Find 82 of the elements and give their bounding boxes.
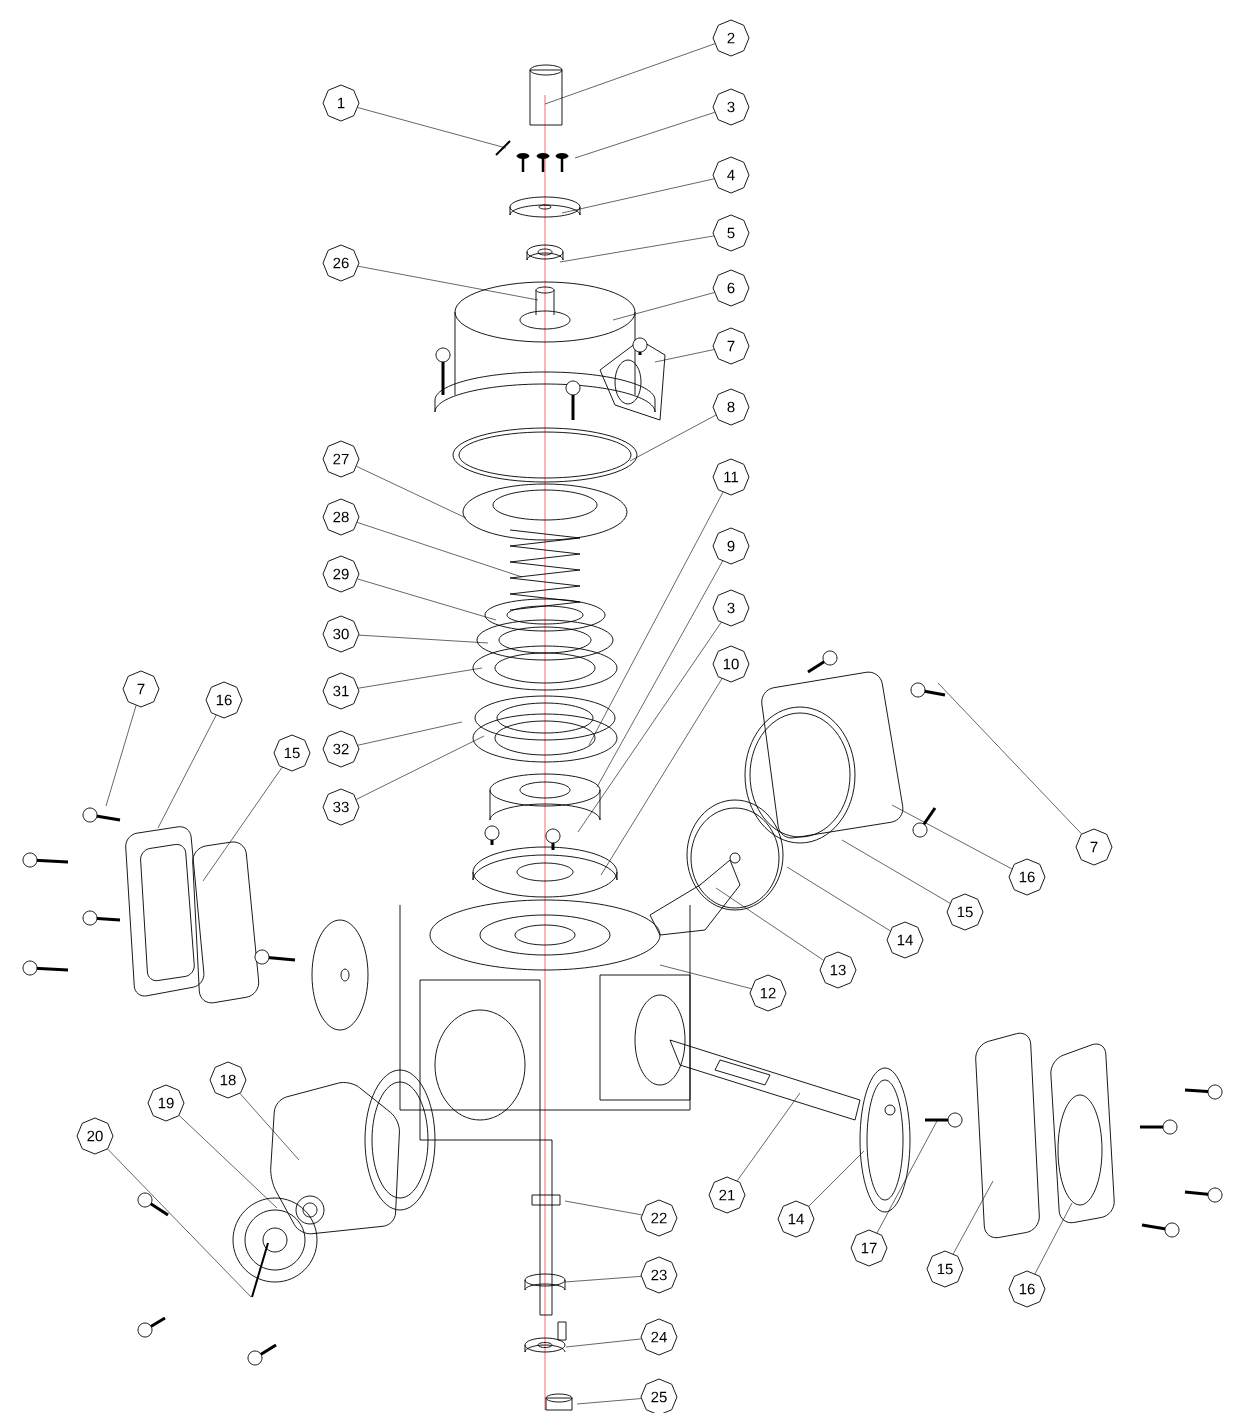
leader-line [715,887,824,961]
callout-number: 4 [712,156,750,194]
callout-number: 11 [712,458,750,496]
leader-line [576,1398,642,1405]
callout-number: 15 [946,893,984,931]
leader-line [357,721,463,746]
callout-number: 26 [322,244,360,282]
callout-number: 7 [1075,828,1113,866]
callout-number: 28 [322,498,360,536]
leader-line [876,1120,938,1234]
leader-line [577,622,722,833]
leader-line [786,866,891,932]
callout-number: 17 [850,1229,888,1267]
leader-line [561,178,715,214]
callout-number: 15 [926,1250,964,1288]
leader-line [588,491,724,746]
callout-number: 30 [322,615,360,653]
callout-number: 2 [712,19,750,57]
callout-number: 3 [712,88,750,126]
callout-number: 18 [209,1061,247,1099]
leader-line [157,714,217,829]
leader-line [596,560,723,788]
leader-line [952,1180,994,1255]
callout-number: 29 [322,555,360,593]
leader-line [356,735,485,800]
leader-line [179,1115,278,1209]
leader-line [612,292,715,321]
leader-line [736,1092,801,1182]
callout-number: 15 [273,734,311,772]
callout-number: 16 [1008,1270,1046,1308]
callout-number: 20 [76,1117,114,1155]
leader-line [544,43,716,105]
leader-line [105,705,137,807]
callout-number: 6 [712,269,750,307]
callout-number: 21 [708,1176,746,1214]
callout-number: 8 [712,388,750,426]
leader-line [841,839,951,904]
leader-line [356,522,523,578]
callout-number: 7 [712,327,750,365]
callout-number: 31 [322,672,360,710]
callout-number: 7 [122,670,160,708]
leader-line [357,578,497,621]
leader-line [565,1338,642,1348]
callout-number: 3 [712,589,750,627]
leader-line [1034,1202,1073,1275]
leader-line [239,1093,300,1161]
leader-line [357,107,507,149]
callout-number: 27 [322,440,360,478]
callout-number: 33 [322,788,360,826]
leader-line [659,964,752,989]
callout-number: 23 [640,1256,678,1294]
callout-number: 22 [640,1199,678,1237]
leader-line [629,414,717,462]
leader-line [808,1150,865,1207]
leader-line [937,682,1082,835]
callout-number: 10 [712,645,750,683]
callout-number: 13 [819,951,857,989]
leader-line [559,235,715,263]
callout-number: 5 [712,214,750,252]
callout-number: 9 [712,527,750,565]
leader-line [574,112,715,159]
callout-number: 24 [640,1318,678,1356]
leader-line [357,265,539,301]
callout-number: 1 [322,84,360,122]
callout-number: 14 [777,1200,815,1238]
leader-line [654,349,715,363]
leader-line [107,1148,252,1298]
callout-number: 12 [749,974,787,1012]
callout-number: 16 [1008,858,1046,896]
leader-line [202,767,283,882]
callout-number: 25 [640,1378,678,1413]
callout-number: 32 [322,730,360,768]
leader-line [564,1200,643,1216]
leader-line [358,667,483,689]
callout-number: 14 [886,921,924,959]
callout-number: 19 [147,1084,185,1122]
callout-number: 16 [205,681,243,719]
leader-line [356,466,467,519]
leader-line [564,1276,642,1283]
leader-line [358,634,489,644]
leader-line [600,678,723,876]
leader-line [891,804,1013,870]
